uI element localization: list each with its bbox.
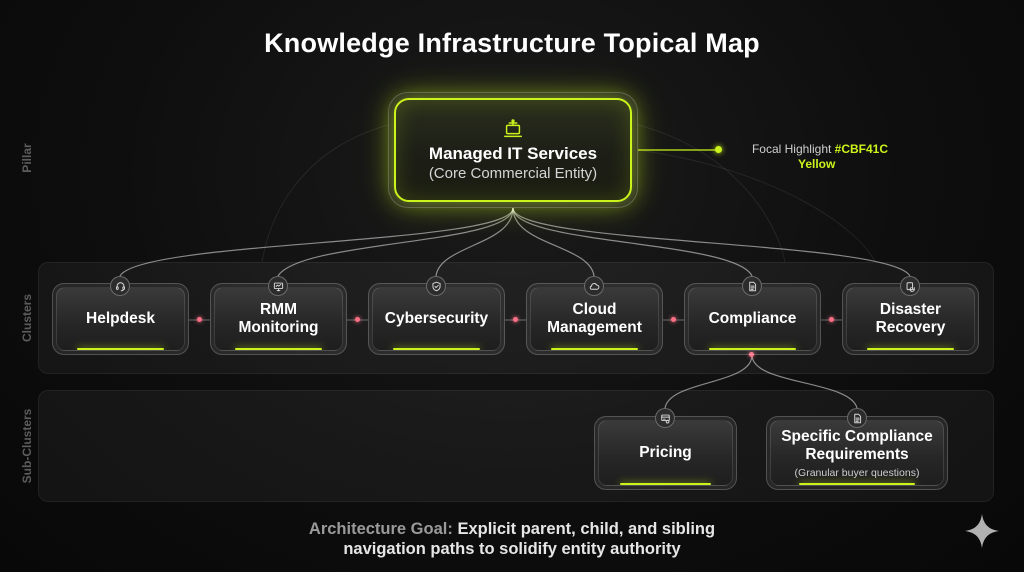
- hierarchy-link: [119, 207, 514, 277]
- cluster-label: Helpdesk: [86, 310, 155, 327]
- hierarchy-link: [512, 207, 911, 277]
- goal-line1: Explicit parent, child, and sibling: [457, 520, 716, 538]
- sibling-dot: [197, 317, 202, 322]
- recovery-icon: [900, 276, 920, 296]
- hierarchy-link: [435, 207, 514, 277]
- pillar-subtitle: (Core Commercial Entity): [428, 164, 598, 182]
- sibling-dot: [513, 317, 518, 322]
- focal-highlight-callout: Focal Highlight #CBF41C Yellow: [720, 142, 920, 172]
- callout-hex: #CBF41C: [834, 142, 889, 156]
- monitor-icon: [268, 276, 288, 296]
- ghost-link: [261, 124, 389, 263]
- shield-icon: [426, 276, 446, 296]
- cluster-node-helpdesk[interactable]: Helpdesk: [52, 283, 189, 355]
- cluster-node-rmm-monitoring[interactable]: RMM Monitoring: [210, 283, 347, 355]
- architecture-goal: Architecture Goal: Explicit parent, chil…: [0, 519, 1024, 559]
- hierarchy-link: [512, 207, 595, 277]
- sibling-dot: [355, 317, 360, 322]
- pillar-node[interactable]: Managed IT Services (Core Commercial Ent…: [388, 92, 638, 208]
- ghost-link: [637, 149, 876, 263]
- sibling-dot: [671, 317, 676, 322]
- callout-label: Focal Highlight: [751, 142, 832, 156]
- price-tag-icon: [655, 408, 675, 428]
- cluster-label: Compliance: [708, 310, 797, 327]
- document-icon: [847, 408, 867, 428]
- callout-dot: [715, 146, 722, 153]
- hierarchy-link: [277, 207, 514, 277]
- goal-key: Architecture Goal:: [308, 520, 453, 538]
- cloud-icon: [584, 276, 604, 296]
- diagram-title: Knowledge Infrastructure Topical Map: [264, 28, 760, 58]
- document-icon: [742, 276, 762, 296]
- cluster-label: Disaster Recovery: [875, 301, 946, 336]
- subcluster-label: Specific Compliance Requirements: [781, 427, 933, 463]
- subcluster-label: Pricing: [639, 444, 692, 461]
- hierarchy-link: [512, 207, 753, 277]
- subcluster-node-pricing[interactable]: Pricing: [594, 416, 737, 490]
- cluster-label: Cybersecurity: [384, 310, 489, 327]
- sibling-dot: [749, 352, 754, 357]
- laptop-network-icon: [504, 118, 522, 137]
- ghost-link: [637, 124, 786, 263]
- goal-line2: navigation paths to solidify entity auth…: [343, 540, 681, 558]
- sparkle-icon: [964, 513, 1000, 549]
- cluster-label: Cloud Management: [547, 301, 642, 336]
- cluster-node-cybersecurity[interactable]: Cybersecurity: [368, 283, 505, 355]
- subcluster-node-specific-compliance-requirements[interactable]: Specific Compliance Requirements (Granul…: [766, 416, 948, 490]
- hierarchy-link: [664, 354, 753, 409]
- pillar-title: Managed IT Services: [428, 143, 598, 163]
- cluster-label: RMM Monitoring: [238, 301, 319, 336]
- headset-icon: [110, 276, 130, 296]
- hierarchy-link: [751, 354, 858, 409]
- pillar-node-face: Managed IT Services (Core Commercial Ent…: [394, 98, 632, 202]
- sibling-dot: [829, 317, 834, 322]
- subcluster-note: (Granular buyer questions): [794, 466, 920, 479]
- callout-color-name: Yellow: [798, 157, 836, 171]
